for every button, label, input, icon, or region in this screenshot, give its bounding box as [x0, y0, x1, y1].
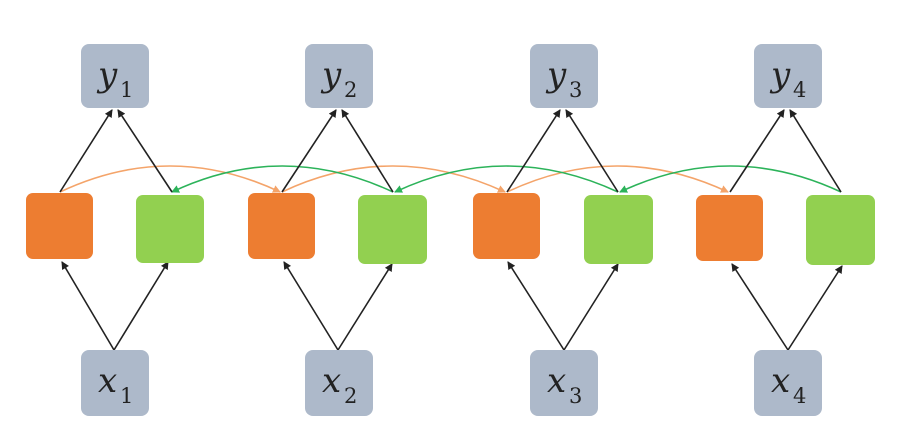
edge-backward-y2	[341, 109, 394, 193]
forward-link-3-4	[506, 165, 729, 193]
input-sub: 4	[793, 384, 806, 408]
input-nodes: x 1 x 2 x 3 x 4	[81, 350, 822, 416]
forward-state-3	[473, 193, 540, 259]
edge-x2-backward	[337, 263, 393, 351]
edge-x4-forward	[731, 263, 789, 351]
output-sub: 2	[344, 78, 357, 102]
backward-state-2	[358, 195, 427, 264]
edge-x3-forward	[507, 261, 565, 351]
edge-backward-y1	[117, 109, 173, 193]
edge-x3-backward	[563, 263, 619, 351]
hidden-states	[26, 193, 875, 265]
input-edges	[61, 261, 843, 351]
input-sub: 2	[344, 384, 357, 408]
backward-link-4-3	[619, 165, 842, 193]
output-node-y1: y 1	[81, 44, 149, 108]
edge-x4-backward	[787, 265, 843, 351]
input-sub: 3	[569, 384, 582, 408]
edge-forward-y1	[59, 109, 113, 193]
input-node-x1: x 1	[81, 350, 149, 416]
edge-backward-y4	[789, 109, 842, 193]
output-node-y2: y 2	[305, 44, 373, 108]
input-var: x	[322, 361, 341, 401]
input-var: x	[771, 361, 790, 401]
output-var: y	[769, 55, 791, 95]
forward-link-1-2	[59, 165, 281, 193]
edge-forward-y2	[281, 109, 337, 193]
backward-state-4	[806, 195, 875, 265]
edge-x1-backward	[113, 261, 169, 351]
output-var: y	[545, 55, 567, 95]
input-var: x	[547, 361, 566, 401]
edge-forward-y4	[729, 109, 785, 193]
forward-link-2-3	[281, 165, 506, 193]
edge-x2-forward	[283, 261, 339, 351]
forward-state-2	[248, 193, 315, 259]
edge-x1-forward	[61, 261, 115, 351]
input-node-x2: x 2	[305, 350, 373, 416]
input-node-x3: x 3	[530, 350, 598, 416]
forward-links	[59, 165, 729, 193]
backward-links	[171, 165, 842, 193]
output-edges	[59, 109, 842, 193]
output-node-y3: y 3	[530, 44, 598, 108]
output-var: y	[96, 55, 118, 95]
edge-forward-y3	[506, 109, 561, 193]
backward-state-3	[584, 195, 653, 264]
input-var: x	[98, 361, 117, 401]
output-var: y	[320, 55, 342, 95]
backward-link-2-1	[171, 165, 394, 193]
edge-backward-y3	[565, 109, 619, 193]
input-node-x4: x 4	[754, 350, 822, 416]
output-nodes: y 1 y 2 y 3 y 4	[81, 44, 822, 108]
forward-state-4	[696, 195, 763, 261]
output-sub: 4	[793, 78, 806, 102]
forward-state-1	[26, 193, 93, 259]
backward-state-1	[136, 195, 204, 263]
backward-link-3-2	[394, 165, 619, 193]
output-sub: 1	[120, 78, 133, 102]
output-sub: 3	[569, 78, 582, 102]
input-sub: 1	[120, 384, 133, 408]
output-node-y4: y 4	[754, 44, 822, 108]
